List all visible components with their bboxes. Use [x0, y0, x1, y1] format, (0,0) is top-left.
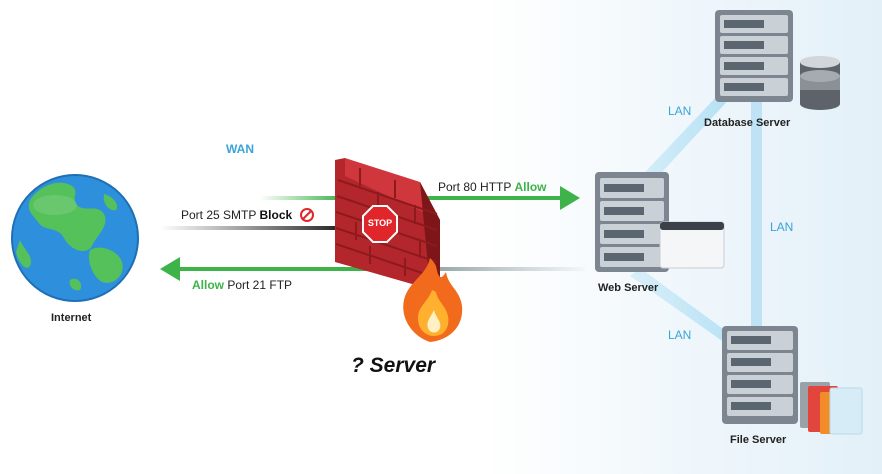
- database-server-icon: [715, 10, 793, 102]
- folders-icon: [800, 382, 863, 435]
- web-server-label: Web Server: [598, 282, 659, 294]
- ftp-line-right: [440, 267, 585, 271]
- internet-label: Internet: [51, 312, 92, 324]
- ftp-rule-label: Allow Port 21 FTP: [192, 278, 292, 292]
- http-arrow-head: [560, 186, 580, 210]
- http-action-text: Allow: [514, 180, 547, 194]
- ftp-port-text: Port 21 FTP: [227, 278, 293, 292]
- ftp-arrow-head: [160, 257, 180, 281]
- smtp-port-text: Port 25 SMTP: [181, 208, 257, 222]
- lan-label-db-file: LAN: [770, 220, 794, 234]
- file-server-label: File Server: [730, 434, 787, 446]
- wan-label: WAN: [226, 142, 254, 156]
- lan-label-web-file: LAN: [668, 328, 692, 342]
- ftp-line: [180, 267, 390, 271]
- smtp-action-text: Block: [259, 208, 293, 222]
- fire-icon: [403, 258, 463, 342]
- smtp-line: [160, 226, 342, 230]
- ftp-action-text: Allow: [192, 278, 224, 292]
- http-port-text: Port 80 HTTP: [438, 180, 512, 194]
- stop-sign-icon: [362, 205, 398, 243]
- stop-sign-text: STOP: [367, 218, 393, 228]
- smtp-rule-label: Port 25 SMTP Block: [181, 208, 292, 222]
- traffic-lines: [160, 186, 585, 281]
- block-icon: [300, 208, 314, 222]
- browser-window-icon: [659, 221, 725, 269]
- database-server-label: Database Server: [704, 117, 791, 129]
- lan-link-web-db: [630, 76, 745, 196]
- file-server-icon: [722, 326, 798, 424]
- database-icon: [800, 56, 840, 110]
- lan-link-db-file: [751, 98, 762, 330]
- smtp-line-upper: [260, 196, 342, 200]
- lan-label-web-db: LAN: [668, 104, 692, 118]
- http-line: [410, 196, 560, 200]
- firewall-label: ? Server: [351, 354, 436, 377]
- http-rule-label: Port 80 HTTP Allow: [438, 180, 546, 194]
- web-server-icon: [595, 172, 669, 272]
- globe-icon: [11, 174, 139, 302]
